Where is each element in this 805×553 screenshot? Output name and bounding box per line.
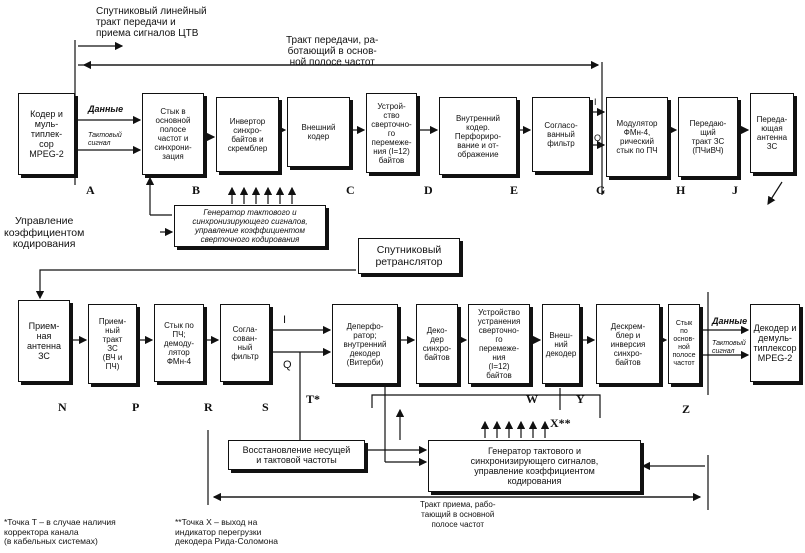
- depuncture-decoder-block: Деперфо- ратор; внутренний декодер (Вите…: [332, 304, 398, 384]
- tx-data-label: Данные: [88, 104, 124, 114]
- point-b: B: [192, 183, 201, 197]
- carrier-recovery-block: Восстановление несущей и тактовой частот…: [228, 440, 365, 470]
- inner-coder-block: Внутренний кодер. Перфориро- вание и от-…: [439, 97, 517, 175]
- rx-baseband-interface-block: Стык по основ- ной полосе частот: [668, 304, 700, 384]
- rx-data-label: Данные: [712, 316, 748, 326]
- tx-baseband-label: Тракт передачи, ра- ботающий в основ- но…: [286, 35, 379, 68]
- point-d: D: [424, 183, 433, 197]
- rx-generator-block: Генератор тактового и синхронизирующего …: [428, 440, 641, 492]
- baseband-interface-block: Стык в основной полосе частот и синхрони…: [142, 93, 204, 175]
- point-t: T*: [306, 392, 321, 406]
- point-c: C: [346, 183, 355, 197]
- point-j: J: [732, 183, 738, 197]
- modulator-block: Модулятор ФМн-4, рический стык по ПЧ: [606, 97, 668, 177]
- point-r: R: [204, 400, 213, 414]
- sync-inverter-block: Инвертор синхро- байтов и скремблер: [216, 97, 279, 172]
- rx-clock-label: Тактовый сигнал: [712, 340, 746, 355]
- sync-decoder-block: Деко- дер синхро- байтов: [416, 304, 458, 384]
- deinterleaver-block: Устройство устранения сверточно- го пере…: [468, 304, 530, 384]
- point-a: A: [86, 183, 95, 197]
- point-y: Y: [576, 392, 585, 406]
- rx-i-label: I: [283, 314, 287, 326]
- point-w: W: [526, 392, 538, 406]
- point-n: N: [58, 400, 67, 414]
- interleaver-block: Устрой- ство сверточно- го перемеже- ния…: [366, 93, 417, 173]
- tx-antenna-block: Переда- ющая антенна ЗС: [750, 93, 794, 173]
- outer-coder-block: Внешний кодер: [287, 97, 350, 167]
- point-h: H: [676, 183, 686, 197]
- rx-path-block: Прием- ный тракт ЗС (ВЧ и ПЧ): [88, 304, 137, 384]
- satellite-path-label: Спутниковый линейный тракт передачи и пр…: [96, 6, 207, 39]
- rx-q-label: Q: [283, 359, 292, 371]
- tx-path-block: Передаю- щий тракт ЗС (ПЧиВЧ): [678, 97, 738, 177]
- point-x: X**: [550, 416, 571, 430]
- tx-q-label: Q: [594, 133, 602, 143]
- if-demodulator-block: Стык по ПЧ; демоду- лятор ФМн-4: [154, 304, 204, 382]
- footnote-point-t: *Точка T – в случае наличия корректора к…: [4, 517, 116, 546]
- satellite-transponder: Спутниковый ретранслятор: [358, 238, 460, 274]
- descrambler-block: Дескрем- блер и инверсия синхро- байтов: [596, 304, 660, 384]
- rx-baseband-label: Тракт приема, рабо- тающий в основной по…: [420, 500, 496, 529]
- decoder-demux-block: Декодер и демуль- типлексор MPEG-2: [750, 304, 800, 382]
- rx-matched-filter-block: Согла- сован- ный фильтр: [220, 304, 270, 382]
- tx-generator-block: Генератор тактового и синхронизирующего …: [174, 205, 326, 247]
- coder-mux-block: Кодер и муль- типлек- сор MPEG-2: [18, 93, 75, 175]
- point-s: S: [262, 400, 269, 414]
- point-g: G: [596, 183, 606, 197]
- point-e: E: [510, 183, 519, 197]
- outer-decoder-block: Внеш- ний декодер: [542, 304, 580, 384]
- rx-antenna-block: Прием- ная антенна ЗС: [18, 300, 70, 382]
- point-z: Z: [682, 402, 691, 416]
- point-p: P: [132, 400, 140, 414]
- tx-clock-label: Тактовый сигнал: [88, 132, 122, 147]
- footnote-point-x: **Точка X – выход на индикатор перегрузк…: [175, 517, 278, 546]
- tx-i-label: I: [594, 97, 597, 107]
- rate-control-label: Управление коэффициентом кодирования: [4, 215, 85, 250]
- matched-filter-block: Согласо- ванный фильтр: [532, 97, 590, 172]
